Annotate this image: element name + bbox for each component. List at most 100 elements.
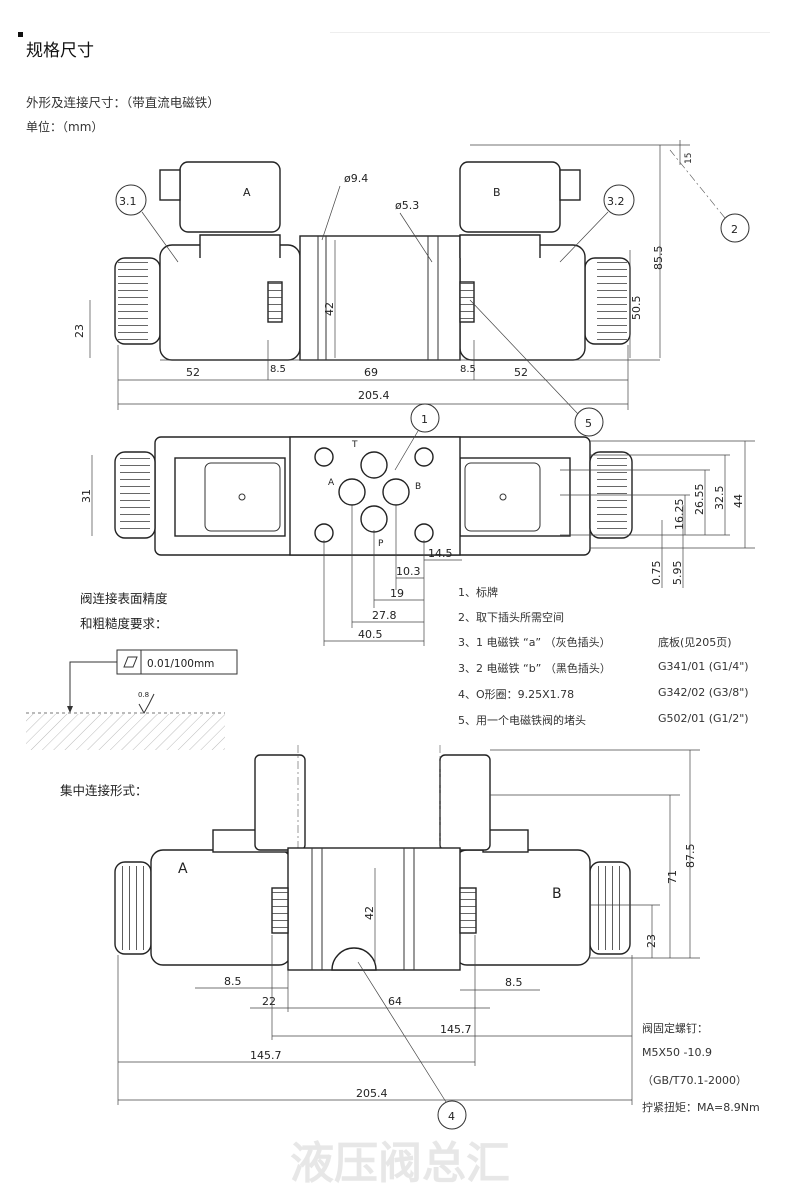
port-p [360, 505, 388, 533]
dim-label: 205.4 [356, 1087, 388, 1100]
flatness-icon [123, 656, 138, 668]
dim-label: 22 [262, 995, 276, 1008]
callout-label: 3.2 [607, 195, 625, 208]
c-left-coil [150, 849, 292, 966]
callout-label: 2 [731, 223, 738, 236]
coil-inner [464, 462, 541, 532]
coil-screw [499, 493, 507, 501]
dim-label: 52 [186, 366, 200, 379]
legend-item-3: 3、1 电磁铁 “a” （灰色插头） [458, 636, 611, 649]
right-coil [459, 244, 586, 361]
coil-label-b: B [552, 886, 562, 902]
legend-item-6-ref: G502/01 (G1/2") [658, 712, 749, 725]
c-right-tower [439, 754, 491, 851]
surface-text: 阀连接表面精度 [80, 591, 168, 606]
diameter-label: ø5.3 [395, 199, 419, 212]
legend-item-4-ref: G341/01 (G1/4") [658, 660, 749, 673]
coil-label-a: A [243, 186, 251, 199]
leader [69, 661, 117, 712]
coil-inner [204, 462, 281, 532]
diameter-label: ø9.4 [344, 172, 368, 185]
dim-label: 87.5 [684, 844, 697, 869]
port-a [338, 478, 366, 506]
legend-item-2: 2、取下插头所需空间 [458, 611, 564, 624]
dim-label: 10.3 [396, 565, 421, 578]
legend-item-6: 5、用一个电磁铁阀的堵头 [458, 714, 586, 727]
unit-label: 单位：（mm） [26, 120, 104, 134]
front-view: A B 3.1 3.2 2 5 ø9.4 ø5.3 52 69 52 205.4… [73, 140, 750, 437]
dim-label: 42 [363, 906, 376, 920]
left-plug-gland [159, 169, 181, 201]
dim-label: 8.5 [460, 364, 476, 375]
legend-item-3-ref: 底板(见205页) [658, 636, 732, 649]
right-plug-gland [559, 169, 581, 201]
callout-label: 4 [448, 1110, 455, 1123]
dim-label: 16.25 [673, 499, 686, 531]
dim-label: 69 [364, 366, 378, 379]
legend-item-4: 3、2 电磁铁 “b” （黑色插头） [458, 662, 611, 675]
right-plug-base [459, 234, 541, 258]
dim-label: 8.5 [270, 364, 286, 375]
plan-left-coil [174, 457, 286, 537]
dim-label: 50.5 [630, 296, 643, 321]
leader [469, 299, 579, 415]
screw-torque: 拧紧扭矩：MA=8.9Nm [642, 1101, 760, 1114]
dim-label: 71 [666, 870, 679, 884]
coil-screw [238, 493, 246, 501]
knurl [120, 455, 150, 535]
plan-view: T A B P 1 31 44 32.5 26.55 16.25 0.75 5.… [80, 403, 755, 646]
valve-body [299, 235, 461, 361]
mount-hole [314, 523, 334, 543]
dim-label: 205.4 [358, 389, 390, 402]
callout-1 [410, 403, 440, 433]
legend-item-1: 1、标牌 [458, 586, 498, 599]
knurl [594, 866, 626, 950]
dim-label: 40.5 [358, 628, 383, 641]
screw-standard: （GB/T70.1-2000） [642, 1074, 747, 1087]
left-plug [179, 161, 281, 233]
watermark: 液压阀总汇 [290, 1138, 510, 1189]
leader [559, 211, 609, 263]
central-title: 集中连接形式： [60, 783, 148, 798]
right-knob-knurl [597, 262, 627, 340]
plan-right-coil [459, 457, 571, 537]
surface-requirement: 阀连接表面精度 和粗糙度要求： 0.01/100mm 0.8 [26, 591, 238, 750]
dim-label: 23 [645, 934, 658, 948]
port-label: P [378, 539, 384, 549]
roughness-symbol [138, 693, 155, 715]
knurl [118, 866, 148, 950]
callout-3-2 [603, 184, 635, 216]
arrow [67, 706, 73, 713]
dim-label: 145.7 [250, 1049, 282, 1062]
port-label: B [415, 482, 421, 492]
central-view: 集中连接形式： A B 87.5 71 23 42 [60, 745, 700, 1130]
dim-label: 42 [323, 302, 336, 316]
port-b [382, 478, 410, 506]
knurl [460, 888, 476, 933]
left-plug-base [199, 234, 281, 258]
dim-label: 85.5 [652, 246, 665, 271]
callout-5 [574, 407, 604, 437]
dim-label: 32.5 [713, 486, 726, 511]
dim-label: 31 [80, 489, 93, 503]
dim-label: 5.95 [671, 561, 684, 586]
dim-label: 8.5 [505, 976, 523, 989]
heading-bullet [18, 32, 23, 37]
leader [141, 211, 179, 263]
leader [399, 212, 433, 263]
right-cap-knurl [460, 282, 474, 322]
coil-label-b: B [493, 186, 501, 199]
callout-2 [720, 213, 750, 243]
left-knob-knurl [118, 262, 148, 340]
port-label: A [328, 478, 335, 488]
coil-label-a: A [178, 861, 188, 877]
dim-label: 14.5 [428, 547, 453, 560]
dim-label: 26.55 [693, 484, 706, 516]
dim-label: 145.7 [440, 1023, 472, 1036]
left-cap-knurl [268, 282, 282, 322]
callout-label: 3.1 [119, 195, 137, 208]
tolerance-value: 0.01/100mm [147, 658, 214, 670]
mount-hole [314, 447, 334, 467]
port-label: T [351, 440, 358, 450]
legend-item-5-ref: G342/02 (G3/8") [658, 686, 749, 699]
